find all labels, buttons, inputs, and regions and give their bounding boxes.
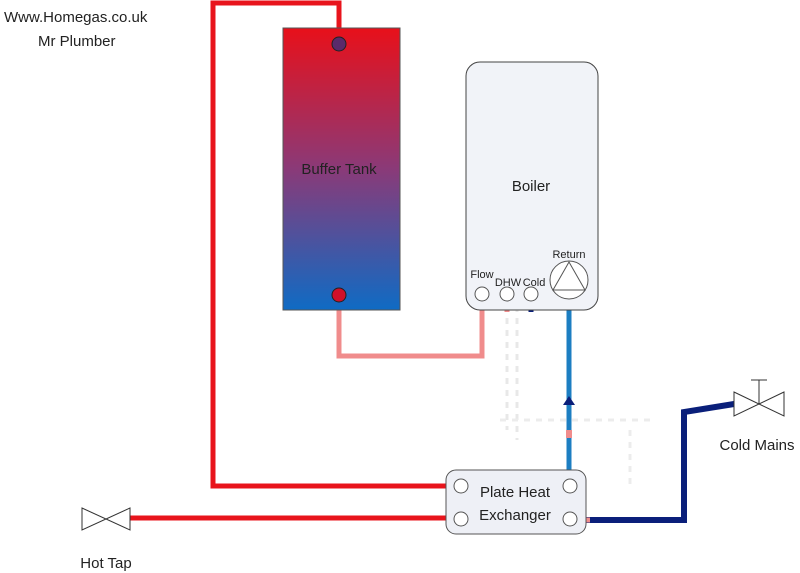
pump-icon (549, 260, 589, 300)
boiler-port-flow-label: Flow (470, 269, 493, 281)
cold-mains-pipe (576, 401, 735, 523)
phe-hot-out-port (453, 511, 469, 527)
boiler-dhw-port (499, 286, 515, 302)
buffer-tank-label: Buffer Tank (301, 161, 377, 178)
phe-label-line1: Plate Heat (480, 484, 551, 501)
return-pink-marker (566, 430, 572, 438)
author-name: Mr Plumber (38, 33, 116, 50)
phe-return-port (562, 478, 578, 494)
plate-heat-exchanger (445, 469, 587, 535)
site-url: Www.Homegas.co.uk (4, 9, 148, 26)
tank-bottom-port (331, 287, 347, 303)
boiler (465, 61, 599, 311)
boiler-cold-port (523, 286, 539, 302)
boiler-port-cold-label: Cold (523, 277, 546, 289)
boiler-port-return-label: Return (552, 249, 585, 261)
return-arrow-up (563, 396, 575, 405)
tank-top-port (331, 36, 347, 52)
phe-label-line2: Exchanger (479, 507, 551, 524)
hot-supply-pipe (210, 0, 458, 489)
phe-cold-port (562, 511, 578, 527)
buffer-tank (282, 27, 401, 311)
cold-mains-label: Cold Mains (719, 437, 794, 454)
boiler-port-dhw-label: DHW (495, 277, 522, 289)
boiler-label: Boiler (512, 178, 550, 195)
hot-tap-valve-icon (81, 507, 131, 531)
boiler-flow-port (474, 286, 490, 302)
cold-mains-valve-icon (733, 379, 785, 417)
flow-pipe (336, 296, 485, 359)
hot-tap-label: Hot Tap (80, 555, 131, 572)
phe-hot-in-port (453, 478, 469, 494)
